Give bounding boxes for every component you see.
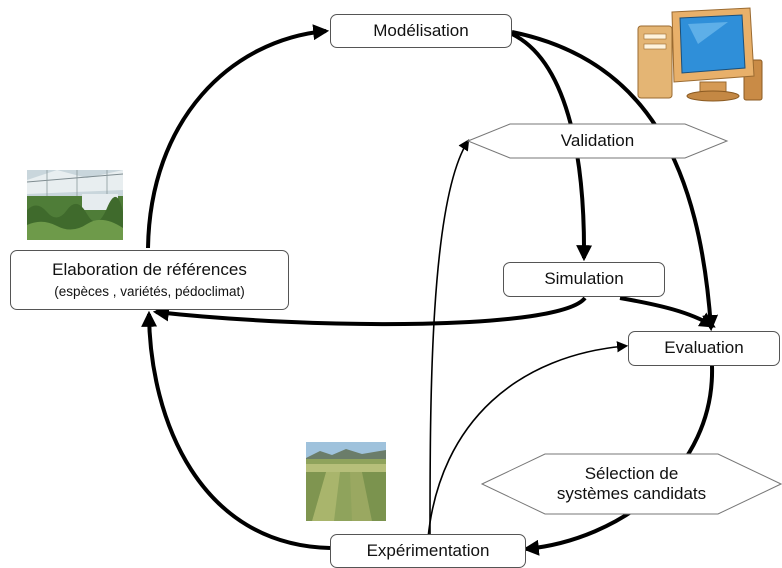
evaluation-node: Evaluation xyxy=(628,331,780,366)
experimentation-node: Expérimentation xyxy=(330,534,526,568)
simulation-node: Simulation xyxy=(503,262,665,297)
validation-node: Validation xyxy=(468,124,727,158)
elaboration-node: Elaboration de références (espèces , var… xyxy=(10,250,289,310)
elaboration-label-line1: Elaboration de références xyxy=(52,260,247,280)
validation-hexagon xyxy=(466,123,729,159)
arrow-modelisation-to-simulation xyxy=(511,32,593,262)
validation-label: Validation xyxy=(560,131,635,151)
computer-icon xyxy=(628,4,780,104)
greenhouse-photo xyxy=(27,170,123,240)
arrow-experimentation-to-validation xyxy=(429,139,470,537)
evaluation-label: Evaluation xyxy=(664,338,744,358)
simulation-label: Simulation xyxy=(544,269,624,289)
modelisation-node: Modélisation xyxy=(330,14,512,48)
arrow-simulation-to-elaboration xyxy=(152,296,587,327)
experimentation-label: Expérimentation xyxy=(366,540,490,560)
arrow-simulation-to-evaluation xyxy=(619,296,716,328)
arrow-experimentation-to-evaluation xyxy=(427,341,629,539)
field-trial-photo xyxy=(306,442,386,521)
selection-label-line1: Sélection de xyxy=(584,464,679,484)
selection-hexagon xyxy=(480,453,782,515)
modelisation-label: Modélisation xyxy=(373,20,469,40)
elaboration-label-line2: (espèces , variétés, pédoclimat) xyxy=(54,283,245,299)
arrow-elaboration-to-modelisation xyxy=(146,24,330,249)
selection-node: Sélection de systèmes candidats xyxy=(482,454,781,514)
arrow-experimentation-to-elaboration xyxy=(141,310,331,550)
selection-label-line2: systèmes candidats xyxy=(556,484,707,503)
